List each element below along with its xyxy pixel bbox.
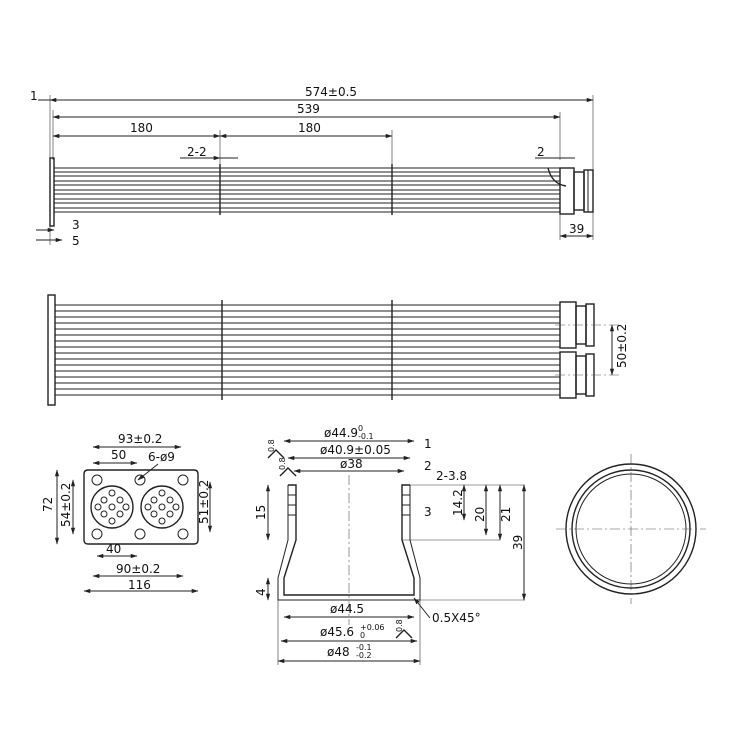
bushing-section-outline [283,484,415,596]
flange-height-label: 72 [41,497,55,512]
flange-outline [83,469,199,545]
outlet-fittings-side [555,301,620,399]
second-segment-label: 180 [298,121,321,135]
section-view: ø44.9 0 -0.1 1 ø40.9±0.05 ø38 0.8 0.8 2 … [254,424,527,665]
top-view: 574±0.5 1 539 180 180 2-2 2 [30,85,594,248]
section-dim-15-label: 15 [254,505,268,520]
outlet-length-label: 39 [569,222,584,236]
section-inner-dia-label: ø38 [340,457,363,471]
flange-view: 93±0.2 50 6-ø9 [41,432,213,594]
flange-plate-side [47,294,56,406]
roughness-symbol-1 [267,449,285,459]
flange-offset-label: 5 [72,234,80,248]
flange-holes-leader [137,463,159,481]
flange-bottom-spacing-label: 40 [106,542,121,556]
tube-length-label: 539 [297,102,320,116]
roughness-symbol-3 [395,629,413,639]
section-dim-4-label: 4 [254,588,268,596]
section-dim-39-label: 39 [511,535,525,550]
tube-bundle-side [55,300,560,400]
flange-holes-label: 6-ø9 [148,450,175,464]
section-bottom-outer-dia-label: ø45.6 [320,625,354,639]
section-chamfer-leader [413,597,431,619]
flange-inner-height-right-label: 51±0.2 [197,480,211,524]
overall-length-label: 574±0.5 [305,85,357,99]
right-gap-label: 2 [537,145,545,159]
section-outer-top-tol-up: 0 [358,424,363,433]
svg-text:0.8: 0.8 [395,619,404,632]
flange-top-width-label: 93±0.2 [118,432,162,446]
svg-text:-0.2: -0.2 [356,651,372,660]
flange-hole-spacing-label: 50 [111,448,126,462]
end-view-ring [556,454,706,604]
tube-bundle-top [54,164,560,215]
section-chamfer-label: 0.5X45° [432,611,481,625]
outlet-fitting-top [547,167,594,215]
svg-text:0.8: 0.8 [278,457,287,470]
tube-hole-cluster-right [140,485,184,529]
section-dim-20-label: 20 [473,507,487,522]
section-dim-21-label: 21 [499,507,513,522]
flange-plate-top [49,157,55,227]
svg-text:+0.06: +0.06 [360,623,385,632]
svg-text:-0.1: -0.1 [356,643,372,652]
section-groove-dia-label: ø40.9±0.05 [320,443,391,457]
section-wall-step-label: 1 [424,437,432,451]
section-dim-3-label: 3 [424,505,432,519]
roughness-symbol-2 [279,467,297,477]
flange-thickness-label: 3 [72,218,80,232]
baffle-label: 2-2 [187,145,207,159]
section-dim-2-38-label: 2-3.8 [436,469,467,483]
bushing-outer-profile [277,485,421,601]
section-bottom-dia-label: ø44.5 [330,602,364,616]
left-offset-label: 1 [30,89,38,103]
flange-overall-width-label: 116 [128,578,151,592]
first-segment-label: 180 [130,121,153,135]
section-base-dia-label: ø48 [327,645,350,659]
svg-text:0.8: 0.8 [267,439,276,452]
section-dim-142-label: 14.2 [451,489,465,516]
flange-bottom-width-label: 90±0.2 [116,562,160,576]
section-outer-top-dia-label: ø44.9 [324,426,358,440]
tube-hole-cluster-left [90,485,134,529]
side-view: 50±0.2 [47,294,629,406]
svg-text:0: 0 [360,631,365,640]
outlet-spacing-label: 50±0.2 [615,324,629,368]
section-dim-2-label: 2 [424,459,432,473]
section-outer-top-tol-down: -0.1 [358,432,374,441]
flange-inner-height-left-label: 54±0.2 [59,483,73,527]
